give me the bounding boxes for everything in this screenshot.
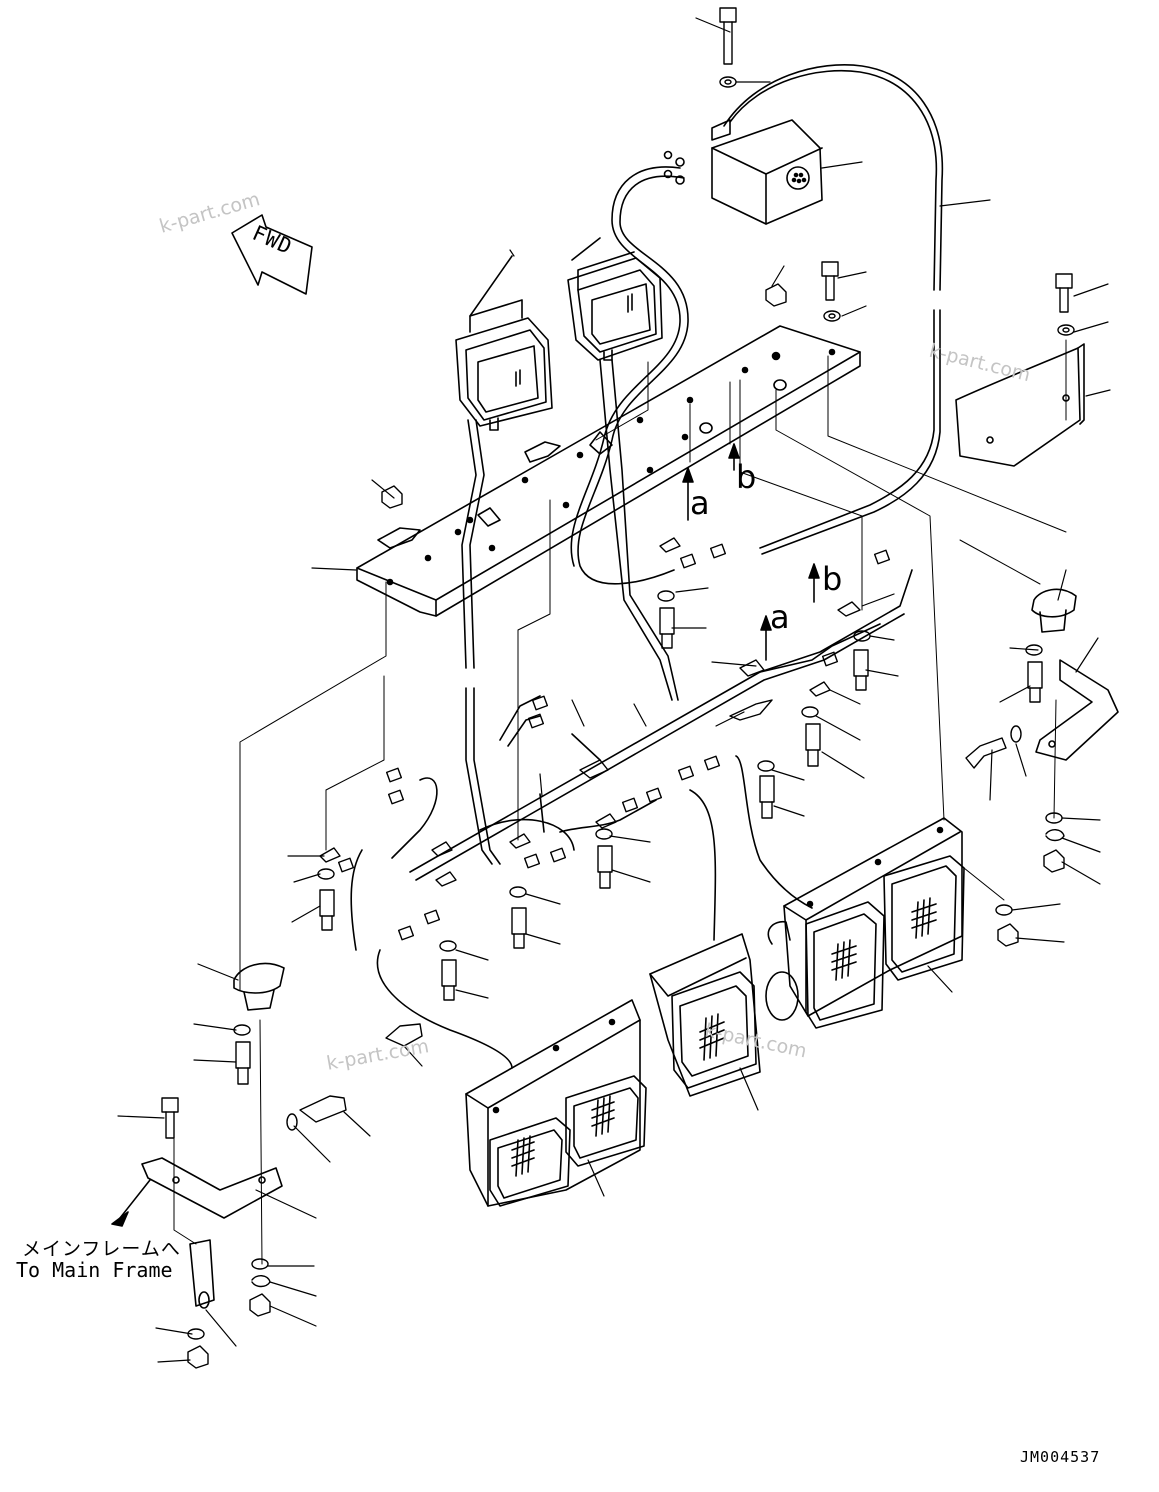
right-bracket xyxy=(955,343,1119,761)
reference-lines xyxy=(173,339,1067,1265)
section-mark-b: b xyxy=(736,458,757,496)
harness-connectors xyxy=(319,537,891,941)
rear-lamp-center xyxy=(649,933,761,1097)
destination-label-en: To Main Frame xyxy=(16,1258,173,1282)
work-lamp-left xyxy=(455,317,553,431)
work-lamp-right xyxy=(567,257,663,361)
left-bracket xyxy=(111,962,285,1309)
section-mark-a: a xyxy=(690,484,710,522)
rear-lamp-right-double xyxy=(765,817,965,1029)
fwd-arrow-icon xyxy=(231,214,313,295)
cable-loop xyxy=(723,64,944,555)
drawing-number: JM004537 xyxy=(1020,1448,1101,1466)
destination-label-jp: メインフレームへ xyxy=(22,1238,181,1260)
wiring-harness xyxy=(350,569,913,1069)
lamp-cables xyxy=(461,166,689,865)
section-mark-b: b xyxy=(822,560,843,598)
section-arrows xyxy=(682,443,820,661)
mounting-plate xyxy=(356,325,861,617)
rear-lamp-left-double xyxy=(465,999,647,1207)
fasteners xyxy=(161,7,1075,1369)
section-mark-a: a xyxy=(770,598,790,636)
horn-unit xyxy=(663,119,823,225)
leader-lines xyxy=(117,17,1111,1363)
